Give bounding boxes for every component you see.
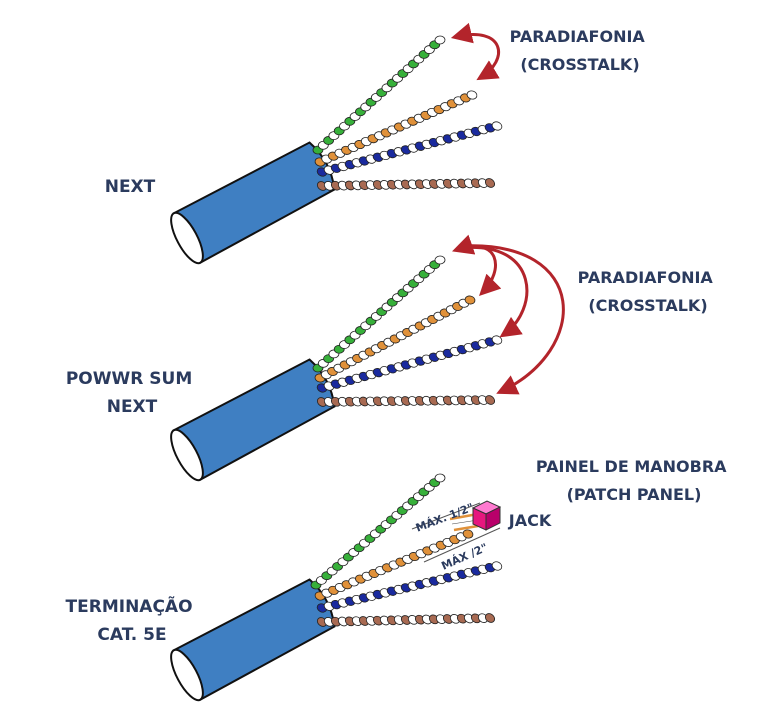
panel-label-power-sum: POWWR SUM NEXT <box>66 369 198 417</box>
pair-orange-next <box>314 90 478 167</box>
pair-blue-termination <box>316 561 503 613</box>
pair-brown-power-sum <box>316 395 496 407</box>
panel-termination: MÁX. 1/2" MÁX /2" JACK TERMINAÇÃO CAT. 5… <box>66 457 732 702</box>
panel-label-termination: TERMINAÇÃO CAT. 5E <box>66 594 199 645</box>
panel-next: NEXT PARADIAFONIA (CROSSTALK) <box>105 22 651 265</box>
panel-label-next: NEXT <box>105 177 156 197</box>
pair-brown-termination <box>316 613 496 627</box>
jack-icon <box>471 500 502 531</box>
dimension-lines <box>411 502 501 563</box>
crosstalk-arrows-power-sum <box>452 234 565 395</box>
pair-green-next <box>312 35 446 155</box>
pair-blue-next <box>316 121 503 177</box>
pair-green-termination <box>310 473 446 590</box>
pair-blue-power-sum <box>316 335 503 393</box>
jack-label: JACK <box>508 511 552 530</box>
crosstalk-annotation-power-sum: PARADIAFONIA (CROSSTALK) <box>578 268 719 315</box>
pair-orange-termination <box>314 529 474 601</box>
pair-orange-power-sum <box>314 295 476 383</box>
cable-next <box>170 141 336 265</box>
pair-brown-next <box>316 178 496 191</box>
crosstalk-arrow-next <box>450 22 501 81</box>
panel-power-sum-next: POWWR SUM NEXT PARADIAFONIA (CROSSTALK) <box>66 234 719 482</box>
pair-green-power-sum <box>312 255 446 373</box>
crosstalk-annotation-next: PARADIAFONIA (CROSSTALK) <box>510 27 651 74</box>
patch-panel-annotation: PAINEL DE MANOBRA (PATCH PANEL) <box>536 457 732 504</box>
